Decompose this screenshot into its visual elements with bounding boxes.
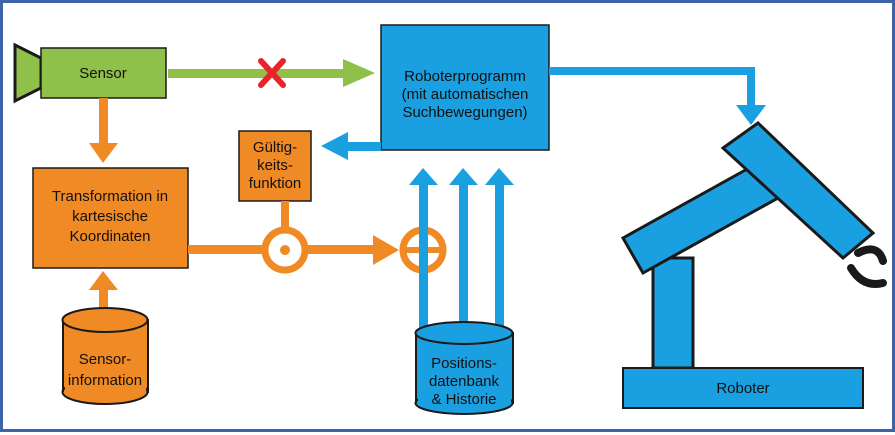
transformation-to-multiplier-line (188, 245, 263, 254)
validity-to-multiplier-line (281, 201, 289, 229)
program-to-validity-arrow (321, 132, 381, 160)
robot-program-box (380, 24, 550, 151)
sensor-information-db (61, 307, 149, 405)
transformation-line2: kartesische (72, 208, 148, 225)
sensor-info-to-transformation-arrow (89, 271, 118, 320)
validity-function-box (238, 130, 312, 202)
program-to-robot-arrowhead (736, 105, 766, 125)
multiply-dot-icon (280, 245, 290, 255)
sensor-camera (13, 42, 167, 104)
robot-forearm (620, 160, 781, 276)
transformation-box (32, 167, 189, 269)
sensor-label: Sensor (79, 65, 127, 82)
robot-lower-link (651, 256, 695, 370)
robot-base (622, 367, 864, 409)
sensor-box (40, 47, 167, 99)
diagram-canvas: Roboter Sensor Roboterprogramm (mit auto… (13, 24, 887, 415)
robot-program-line1: Roboterprogramm (404, 68, 526, 85)
transformation-line1: Transformation in (52, 188, 168, 205)
robot-program-line3: Suchbewegungen) (402, 104, 527, 121)
blocked-x-icon (258, 58, 286, 88)
position-database-db (414, 321, 514, 415)
program-to-robot-arrow (549, 67, 755, 108)
sensor-info-line1: Sensor- (79, 351, 132, 368)
sensor-info-line2: information (68, 372, 142, 389)
validity-line3: funktion (249, 175, 302, 192)
position-db-line3: & Historie (431, 391, 496, 408)
position-db-line2: datenbank (429, 373, 500, 390)
robot-label: Roboter (716, 380, 769, 397)
robot-arm (620, 121, 876, 370)
validity-line2: keits- (257, 157, 293, 174)
sensor-to-program-arrow (168, 59, 375, 87)
validity-line1: Gültig- (253, 139, 297, 156)
database-to-program-arrows (409, 168, 514, 331)
multiplier-to-adder-arrow (305, 235, 399, 265)
position-db-line1: Positions- (431, 355, 497, 372)
robot-program-line2: (mit automatischen (402, 86, 529, 103)
robot-wrist-link (720, 121, 876, 260)
camera-lens-icon (13, 42, 43, 104)
sensor-to-transformation-arrow (89, 98, 118, 163)
robot-gripper (847, 245, 887, 288)
transformation-line3: Koordinaten (70, 228, 151, 245)
multiplier-node (261, 226, 309, 274)
